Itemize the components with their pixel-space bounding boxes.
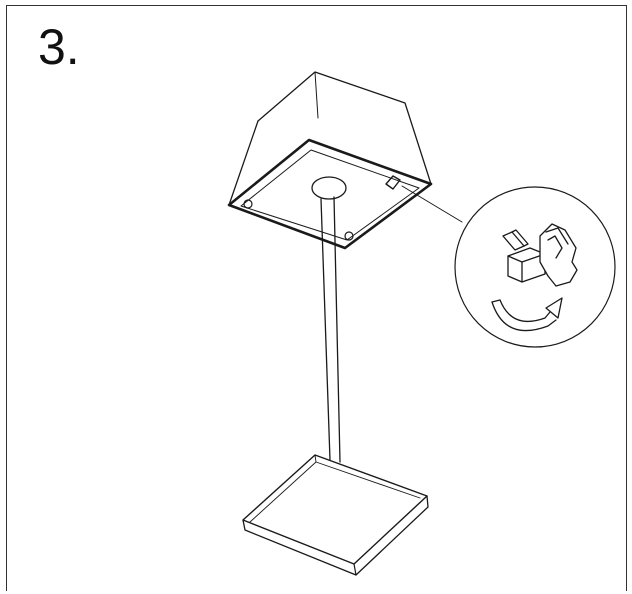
pole	[320, 196, 341, 463]
lamp-shade	[227, 71, 433, 250]
screw-icon	[243, 199, 253, 209]
detail-callout	[454, 186, 616, 348]
rotate-arrow-icon	[491, 297, 563, 332]
switch-icon	[385, 175, 401, 190]
screw-icon	[344, 231, 354, 241]
socket-opening	[311, 176, 347, 200]
step-number: 3.	[38, 19, 80, 75]
base	[242, 454, 429, 576]
switch-detail-icon	[502, 223, 578, 287]
instruction-frame	[6, 5, 627, 591]
callout-leader	[401, 185, 463, 223]
